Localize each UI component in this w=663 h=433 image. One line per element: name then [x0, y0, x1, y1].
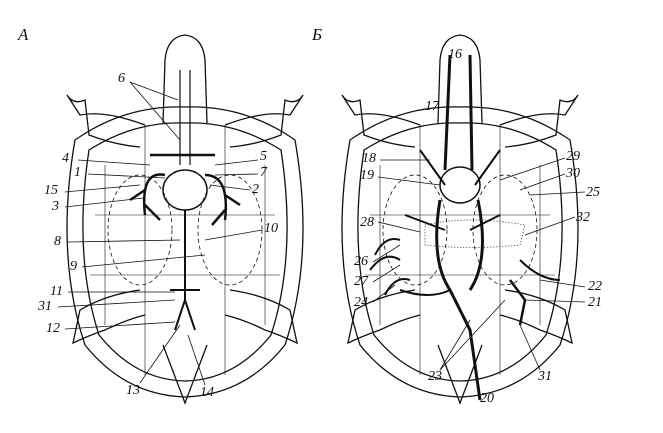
- label-b-29: 29: [566, 149, 580, 164]
- label-b-30: 30: [566, 166, 580, 181]
- leader-lines: [57, 81, 586, 386]
- label-b-24: 24: [354, 295, 368, 310]
- vessels-b: [369, 54, 561, 401]
- label-a-11: 11: [50, 284, 63, 299]
- label-b-19: 19: [360, 168, 374, 183]
- label-b-20: 20: [480, 391, 494, 406]
- label-a-10: 10: [264, 221, 278, 236]
- label-b-31: 31: [538, 369, 552, 384]
- turtle-outline-b: [341, 34, 579, 404]
- label-b-23: 23: [428, 369, 442, 384]
- label-b-16: 16: [448, 47, 462, 62]
- label-b-28: 28: [360, 215, 374, 230]
- label-a-9: 9: [70, 259, 77, 274]
- label-b-21: 21: [588, 295, 602, 310]
- label-b-22: 22: [588, 279, 602, 294]
- label-a-31: 31: [38, 299, 52, 314]
- label-a-4: 4: [62, 151, 69, 166]
- label-a-6: 6: [118, 71, 125, 86]
- label-a-1: 1: [74, 165, 81, 180]
- label-b-25: 25: [586, 185, 600, 200]
- vessels-a: [129, 70, 241, 331]
- label-b-26: 26: [354, 254, 368, 269]
- label-b-32: 32: [576, 210, 590, 225]
- label-b-17: 17: [425, 99, 439, 114]
- panel-a-title: А: [18, 25, 29, 44]
- label-a-7: 7: [260, 165, 267, 180]
- label-a-8: 8: [54, 234, 61, 249]
- label-a-15: 15: [44, 183, 58, 198]
- label-a-5: 5: [260, 149, 267, 164]
- label-a-12: 12: [46, 321, 60, 336]
- label-a-3: 3: [52, 199, 59, 214]
- label-a-13: 13: [126, 383, 140, 398]
- label-a-2: 2: [252, 182, 259, 197]
- label-a-14: 14: [200, 385, 214, 400]
- label-b-18: 18: [362, 151, 376, 166]
- label-b-27: 27: [354, 274, 368, 289]
- panel-b-title: Б: [312, 25, 323, 44]
